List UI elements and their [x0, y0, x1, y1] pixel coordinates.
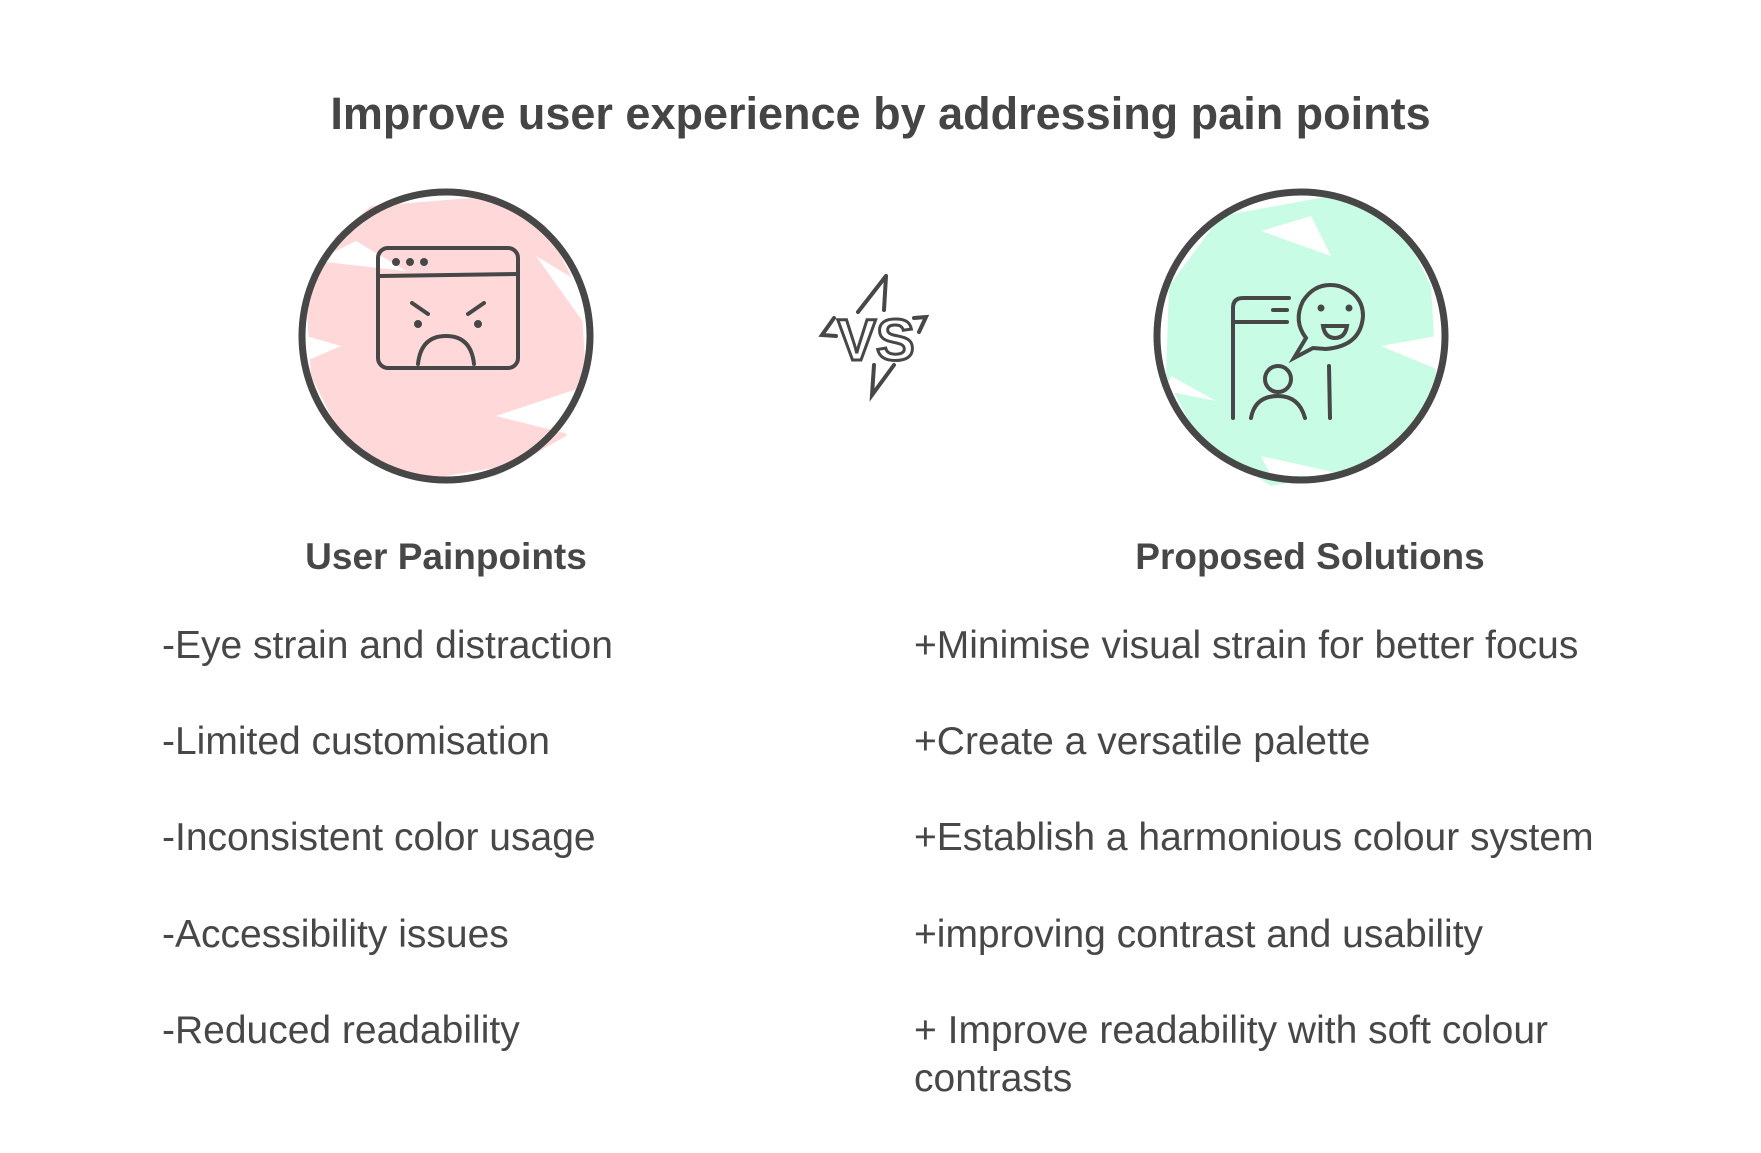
solutions-illustration [1153, 188, 1449, 486]
painpoint-item: -Accessibility issues [162, 913, 509, 956]
painpoints-heading: User Painpoints [305, 536, 587, 577]
vs-icon: VS [818, 274, 930, 402]
solution-item: +improving contrast and usability [914, 913, 1484, 956]
solution-item: +Create a versatile palette [914, 720, 1371, 763]
vs-label: VS [837, 308, 914, 373]
angry-browser-icon [376, 246, 520, 370]
solution-item: + Improve readability with soft colour c… [914, 1009, 1549, 1100]
painpoint-item: -Reduced readability [162, 1009, 520, 1052]
phone-user-chat-icon [1231, 283, 1366, 420]
solution-item: +Establish a harmonious colour system [914, 816, 1594, 859]
page-title: Improve user experience by addressing pa… [330, 88, 1431, 139]
solution-item: +Minimise visual strain for better focus [914, 624, 1579, 667]
painpoints-illustration [298, 188, 594, 486]
painpoint-item: -Eye strain and distraction [162, 624, 613, 667]
solutions-heading: Proposed Solutions [1135, 536, 1485, 577]
painpoint-item: -Inconsistent color usage [162, 816, 596, 859]
painpoint-item: -Limited customisation [162, 720, 550, 763]
